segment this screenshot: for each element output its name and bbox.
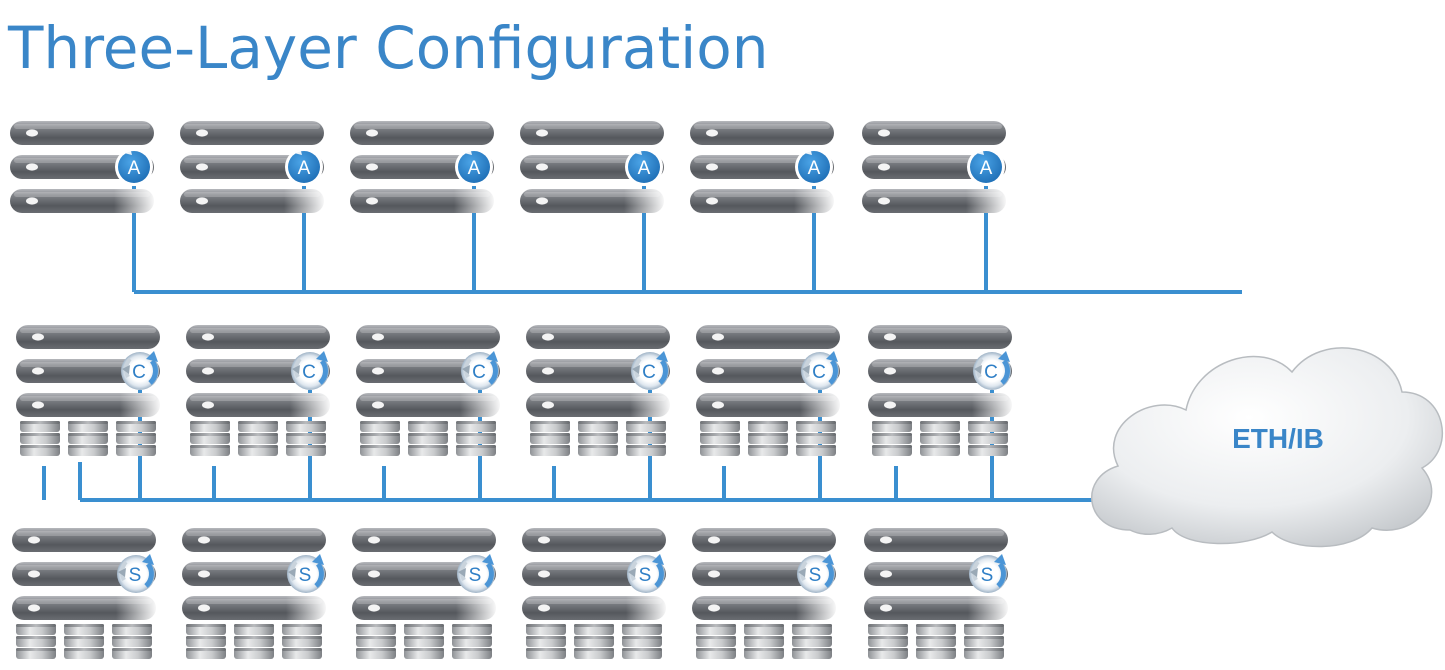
- layer-badge-c: C: [461, 351, 499, 390]
- page-title: Three-Layer Configuration: [8, 14, 769, 82]
- layer-badge-label: A: [808, 158, 821, 179]
- server-c-3: C: [356, 325, 500, 456]
- layer-badge-label: C: [812, 362, 826, 383]
- storage-server-icon: [352, 528, 496, 659]
- server-a-1: A: [10, 121, 154, 213]
- server-c-5: C: [696, 325, 840, 456]
- layer-badge-label: C: [302, 362, 316, 383]
- layer-badge-a: A: [967, 147, 1005, 186]
- layer-badge-label: A: [980, 158, 993, 179]
- layer-badge-label: A: [468, 158, 481, 179]
- server-a-6: A: [862, 121, 1006, 213]
- storage-server-icon: [522, 528, 666, 659]
- layer-badge-s: S: [287, 554, 325, 593]
- storage-server-icon: [864, 528, 1008, 659]
- server-c-4: C: [526, 325, 670, 456]
- layer-badge-label: C: [132, 362, 146, 383]
- server-s-3: S: [352, 528, 496, 659]
- server-a-3: A: [350, 121, 494, 213]
- network-cloud: ETH/IB: [1091, 347, 1444, 548]
- server-s-6: S: [864, 528, 1008, 659]
- server-a-2: A: [180, 121, 324, 213]
- storage-server-icon: [182, 528, 326, 659]
- layer-badge-c: C: [121, 351, 159, 390]
- server-a-5: A: [690, 121, 834, 213]
- layer-badge-s: S: [457, 554, 495, 593]
- layer-badge-c: C: [291, 351, 329, 390]
- layer-badge-label: C: [472, 362, 486, 383]
- layer-badge-label: S: [129, 565, 142, 586]
- layer-badge-c: C: [973, 351, 1011, 390]
- layer-badge-a: A: [795, 147, 833, 186]
- server-s-5: S: [692, 528, 836, 659]
- server-s-1: S: [12, 528, 156, 659]
- layer-badge-a: A: [115, 147, 153, 186]
- layer-badge-label: A: [638, 158, 651, 179]
- layer-badge-s: S: [797, 554, 835, 593]
- server-stack-icon: [862, 121, 1006, 213]
- server-s-4: S: [522, 528, 666, 659]
- layer-badge-s: S: [627, 554, 665, 593]
- storage-server-icon: [692, 528, 836, 659]
- server-s-2: S: [182, 528, 326, 659]
- layer-badge-label: A: [298, 158, 311, 179]
- server-c-6: C: [868, 325, 1012, 456]
- server-stack-icon: [180, 121, 324, 213]
- storage-server-icon: [696, 325, 840, 456]
- server-layers: A A A A A A C C C C C C S S S S S S: [10, 121, 1012, 659]
- network-label: ETH/IB: [1232, 423, 1324, 454]
- layer-badge-c: C: [631, 351, 669, 390]
- cloud-icon: [1091, 347, 1444, 548]
- layer-badge-label: S: [639, 565, 652, 586]
- layer-badge-a: A: [285, 147, 323, 186]
- layer-badge-label: S: [469, 565, 482, 586]
- layer-badge-a: A: [455, 147, 493, 186]
- layer-badge-label: C: [642, 362, 656, 383]
- layer-badge-label: S: [981, 565, 994, 586]
- layer-badge-s: S: [969, 554, 1007, 593]
- layer-badge-a: A: [625, 147, 663, 186]
- server-c-2: C: [186, 325, 330, 456]
- server-a-4: A: [520, 121, 664, 213]
- server-c-1: C: [16, 325, 160, 456]
- storage-server-icon: [12, 528, 156, 659]
- layer-badge-label: S: [809, 565, 822, 586]
- layer-badge-label: A: [128, 158, 141, 179]
- layer-badge-c: C: [801, 351, 839, 390]
- layer-badge-label: S: [299, 565, 312, 586]
- layer-badge-label: C: [984, 362, 998, 383]
- layer-badge-s: S: [117, 554, 155, 593]
